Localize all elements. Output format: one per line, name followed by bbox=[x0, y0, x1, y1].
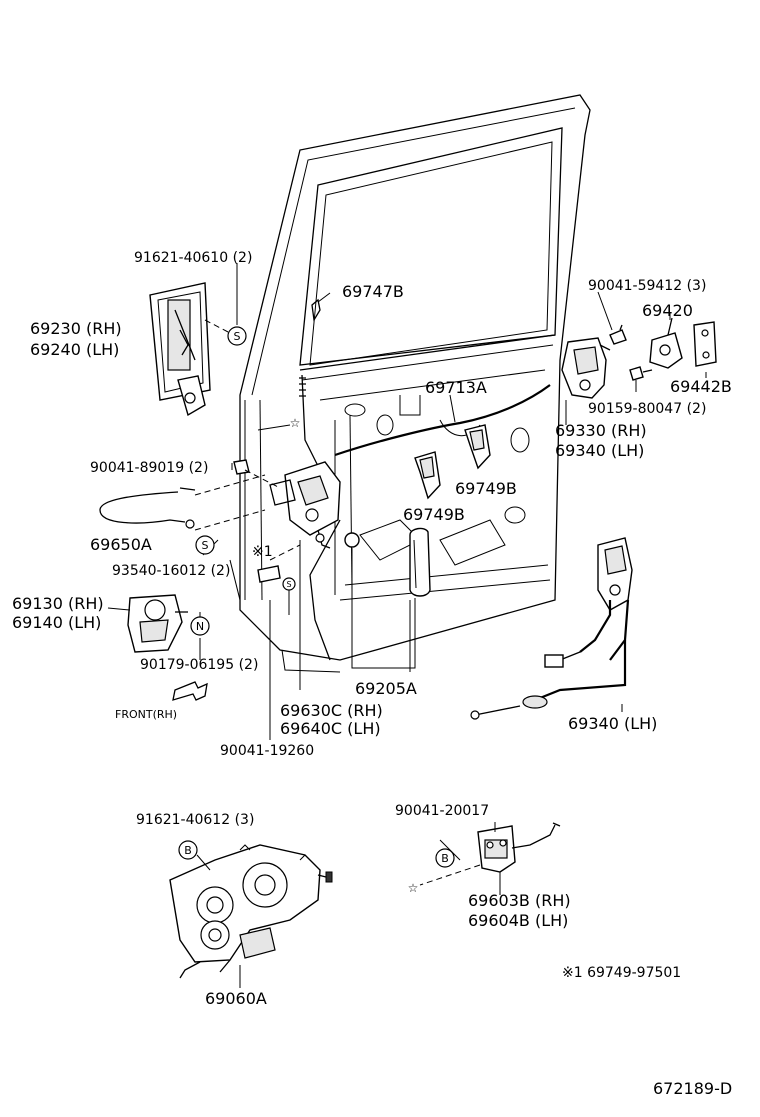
label-69749B-b: 69749B bbox=[403, 505, 465, 524]
symbol-b1: B bbox=[178, 840, 198, 860]
label-69747B: 69747B bbox=[342, 282, 404, 301]
label-91621-40610: 91621-40610 (2) bbox=[134, 250, 252, 266]
label-69713A: 69713A bbox=[425, 378, 487, 397]
clip-90041-89019 bbox=[233, 459, 281, 489]
door-handle-69230 bbox=[149, 282, 231, 417]
actuator-69060A bbox=[169, 844, 333, 979]
vertical-rod bbox=[299, 374, 341, 661]
label-90041-19260: 90041-19260 bbox=[220, 743, 314, 759]
striker-69603B bbox=[419, 822, 561, 886]
label-69230: 69230 (RH) bbox=[30, 319, 122, 338]
label-69650A: 69650A bbox=[90, 535, 152, 554]
label-90041-89019: 90041-89019 (2) bbox=[90, 460, 208, 476]
symbol-s3: S bbox=[282, 577, 296, 591]
cover-69205A bbox=[344, 527, 431, 669]
lock-69340-rear bbox=[470, 537, 633, 720]
label-69630C: 69630C (RH) bbox=[280, 701, 383, 720]
symbol-s1: S bbox=[227, 326, 247, 346]
striker-69420 bbox=[649, 317, 683, 369]
screw-90159-80047 bbox=[629, 366, 653, 392]
label-69060A: 69060A bbox=[205, 989, 267, 1008]
rod-69713A bbox=[334, 384, 551, 457]
svg-text:S: S bbox=[286, 580, 291, 589]
front-arrow-icon bbox=[172, 681, 208, 701]
label-69205A: 69205A bbox=[355, 679, 417, 698]
label-69442B: 69442B bbox=[670, 377, 732, 396]
label-90041-59412: 90041-59412 (3) bbox=[588, 278, 706, 294]
label-69340-bottom: 69340 (LH) bbox=[568, 714, 657, 733]
door-panel bbox=[229, 94, 591, 673]
label-star1: ※1 bbox=[252, 544, 273, 560]
label-90179-06195: 90179-06195 (2) bbox=[140, 657, 258, 673]
lock-69330 bbox=[561, 337, 611, 399]
knob-69130 bbox=[107, 594, 188, 653]
label-69130: 69130 (RH) bbox=[12, 594, 104, 613]
symbol-b2: B bbox=[435, 848, 455, 868]
diagram-id: 672189-D bbox=[653, 1079, 732, 1098]
clip-69749B-b bbox=[414, 451, 441, 500]
cable-69650A bbox=[99, 474, 266, 531]
symbol-s2: S bbox=[195, 535, 215, 555]
label-69420: 69420 bbox=[642, 301, 693, 320]
symbol-n1: N bbox=[190, 616, 210, 636]
clip-star1 bbox=[257, 544, 301, 583]
label-footnote: ※1 69749-97501 bbox=[562, 965, 681, 981]
svg-text:B: B bbox=[441, 852, 449, 865]
screw-90041-59412 bbox=[609, 324, 627, 345]
label-69640C: 69640C (LH) bbox=[280, 719, 381, 738]
label-69604B: 69604B (LH) bbox=[468, 911, 568, 930]
door-lock-69630C bbox=[269, 461, 341, 549]
star-a-icon: ☆ bbox=[290, 416, 301, 430]
svg-text:S: S bbox=[234, 330, 241, 343]
label-69340-top: 69340 (LH) bbox=[555, 441, 644, 460]
label-90159-80047: 90159-80047 (2) bbox=[588, 401, 706, 417]
svg-text:N: N bbox=[196, 620, 204, 633]
star-b-icon: ☆ bbox=[408, 881, 419, 895]
label-69240: 69240 (LH) bbox=[30, 340, 119, 359]
svg-text:B: B bbox=[184, 844, 192, 857]
label-front-rh: FRONT(RH) bbox=[115, 708, 177, 721]
clip-69749B-a bbox=[464, 424, 491, 470]
svg-text:S: S bbox=[202, 539, 209, 552]
rod-69747B bbox=[311, 292, 331, 322]
label-91621-40612: 91621-40612 (3) bbox=[136, 812, 254, 828]
label-69330: 69330 (RH) bbox=[555, 421, 647, 440]
label-69140: 69140 (LH) bbox=[12, 613, 101, 632]
label-93540-16012: 93540-16012 (2) bbox=[112, 563, 230, 579]
label-90041-20017: 90041-20017 bbox=[395, 803, 489, 819]
label-69603B: 69603B (RH) bbox=[468, 891, 571, 910]
label-69749B-a: 69749B bbox=[455, 479, 517, 498]
plate-69442B bbox=[693, 321, 717, 367]
